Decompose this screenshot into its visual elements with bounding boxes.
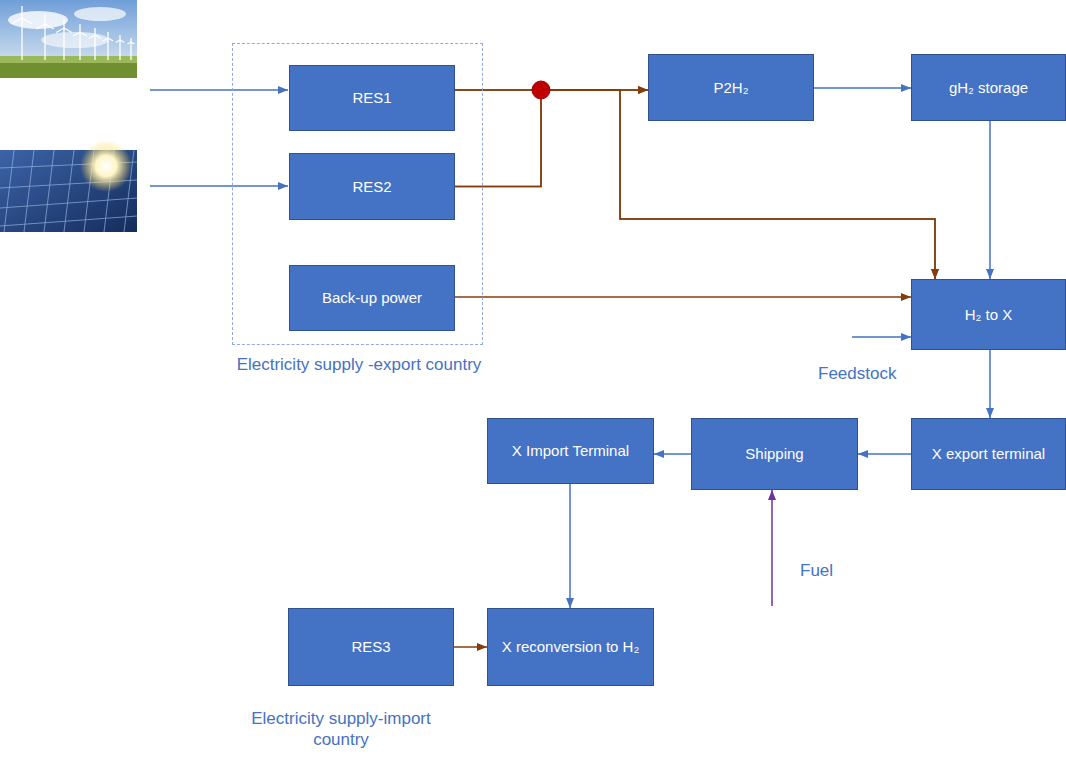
solar-panel-photo (0, 140, 137, 232)
box-label: RES3 (351, 638, 390, 656)
source-box: RES1 (289, 65, 455, 131)
box-label: X reconversion to H₂ (502, 638, 640, 656)
process-box: Shipping (691, 418, 858, 490)
flow-connector (455, 296, 911, 298)
box-label: H₂ to X (965, 306, 1013, 324)
source-box: RES2 (289, 153, 455, 220)
flow-connector (569, 484, 571, 608)
region-label: Electricity supply -export country (228, 354, 490, 375)
feedstock-arrow (852, 336, 911, 338)
box-label: X Import Terminal (512, 442, 629, 460)
box-label: RES2 (352, 178, 391, 196)
source-box: Back-up power (289, 265, 455, 331)
input-arrow (150, 89, 288, 91)
box-label: Shipping (745, 445, 803, 463)
flow-connector (858, 453, 911, 455)
fuel-arrow (771, 490, 773, 606)
process-box: gH₂ storage (911, 54, 1066, 121)
process-box: X export terminal (911, 418, 1066, 490)
input-label: Feedstock (818, 363, 918, 384)
process-box: P2H₂ (648, 54, 814, 121)
box-label: RES1 (352, 89, 391, 107)
process-box: X Import Terminal (487, 418, 654, 484)
region-label: Electricity supply-import country (228, 708, 454, 751)
input-label: Fuel (800, 560, 860, 581)
flow-connector (989, 121, 991, 279)
junction-dot (532, 81, 550, 99)
box-label: P2H₂ (713, 79, 748, 97)
process-box: X reconversion to H₂ (487, 608, 654, 686)
flow-connector (989, 350, 991, 418)
flow-connector (455, 90, 648, 187)
supply-region: Electricity supply -export countryRES1RE… (232, 43, 483, 345)
flow-connector (654, 453, 691, 455)
flow-connector (814, 87, 911, 89)
process-box: H₂ to X (911, 279, 1066, 350)
input-arrow (150, 185, 288, 187)
source-box: RES3 (288, 608, 454, 686)
box-label: Back-up power (322, 289, 422, 307)
box-label: gH₂ storage (949, 79, 1028, 97)
wind-farm-photo (0, 0, 137, 78)
flow-connector (454, 646, 487, 648)
box-label: X export terminal (932, 445, 1045, 463)
